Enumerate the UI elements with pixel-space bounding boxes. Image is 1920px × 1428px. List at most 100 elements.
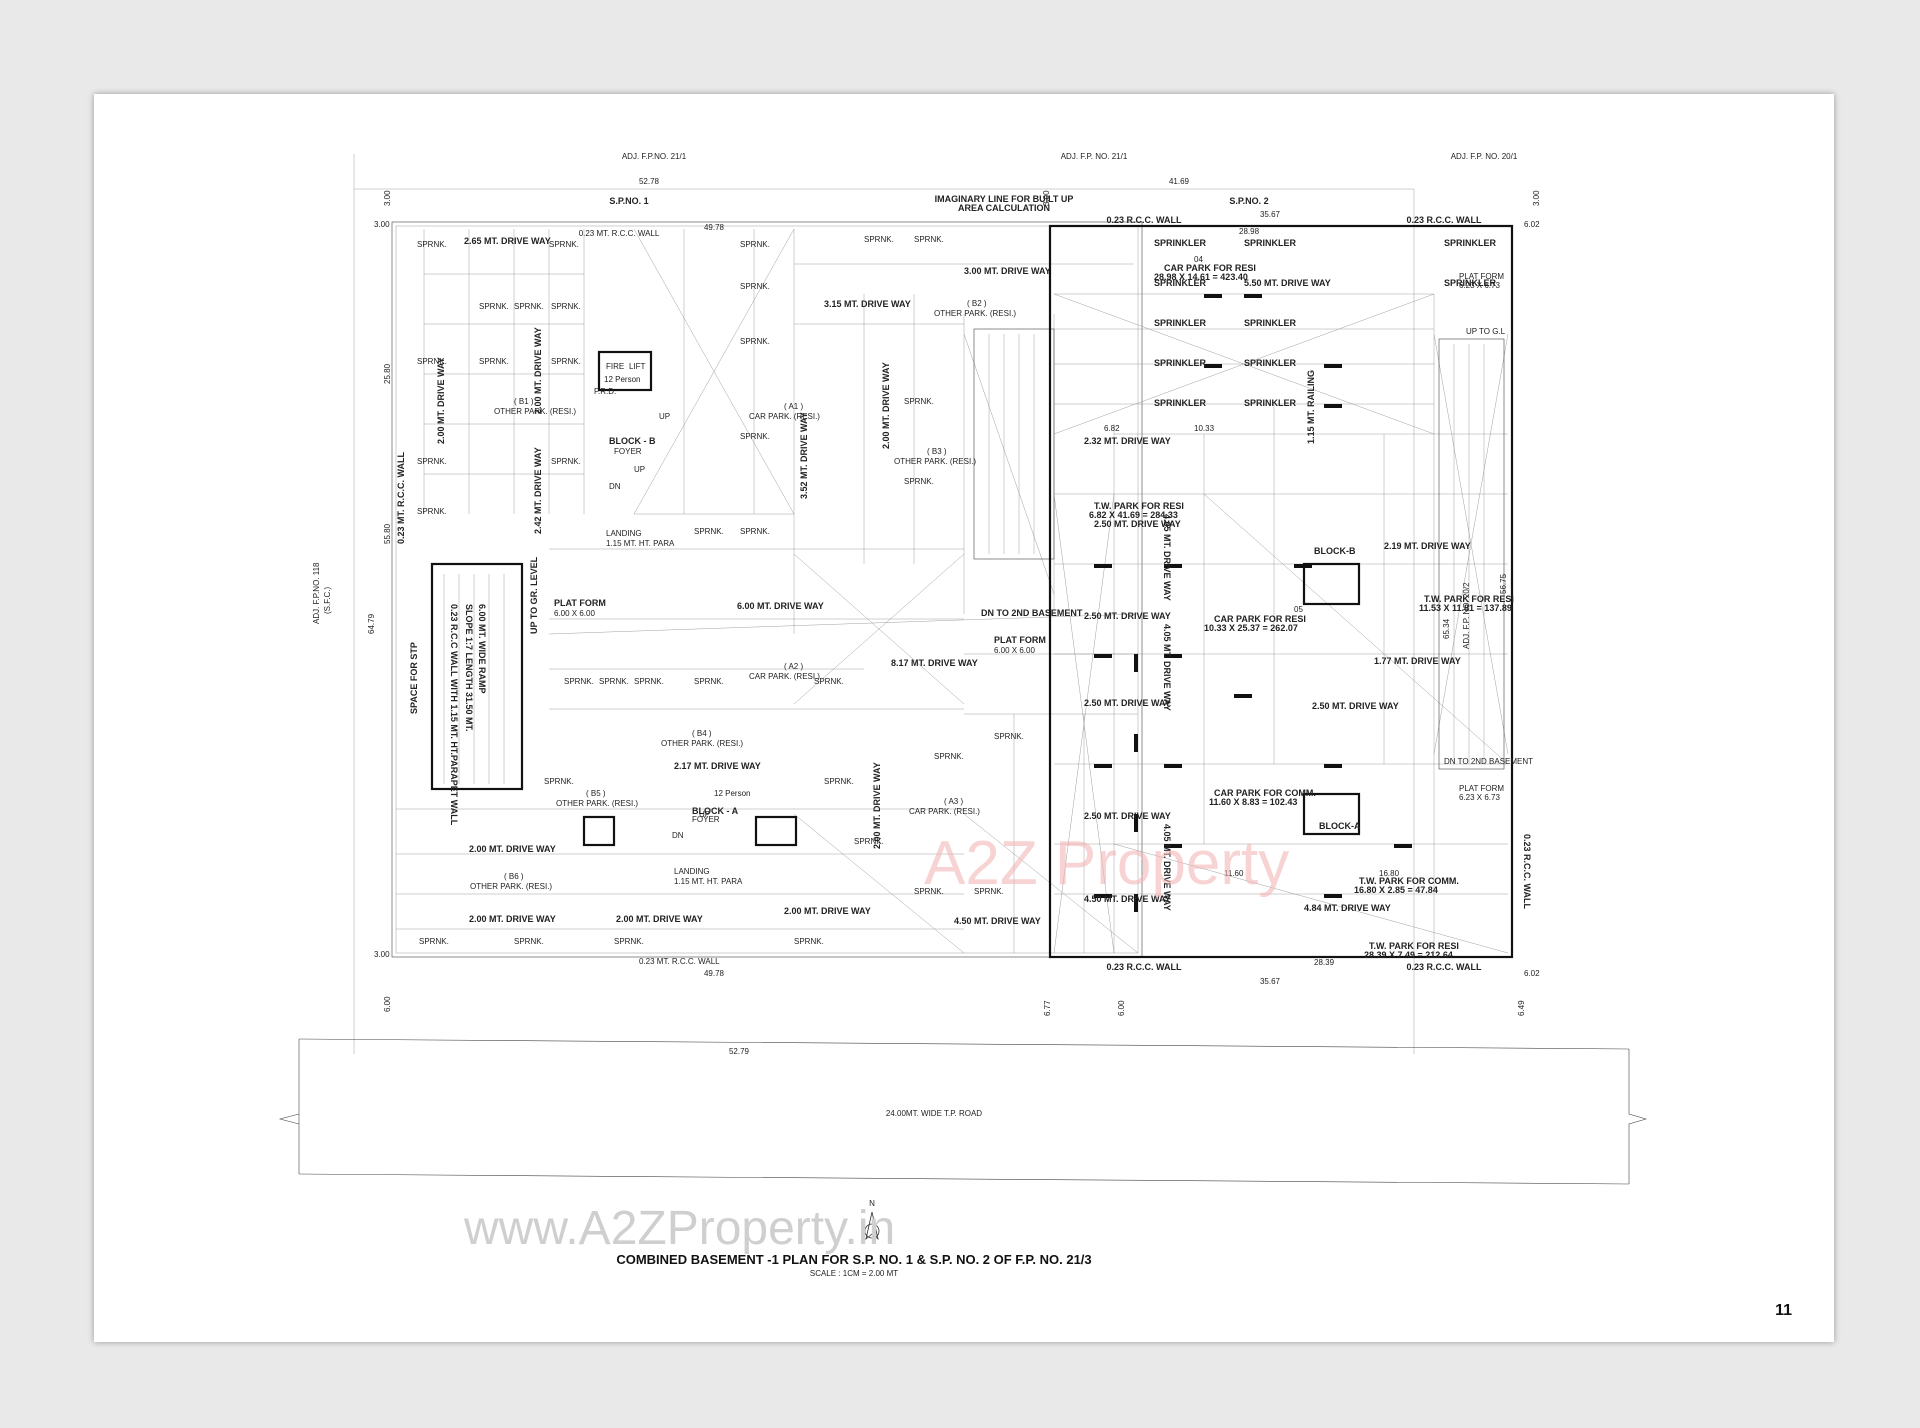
sp1-b2: ( B2 ) <box>967 299 987 308</box>
sprinkler-tag: SPRNK. <box>479 357 509 366</box>
sp1-up-2: UP <box>634 465 645 474</box>
sp1-drive-2a: 2.00 MT. DRIVE WAY <box>436 357 446 444</box>
north-label: N <box>869 1199 875 1208</box>
sp2-dim-682: 6.82 <box>1104 424 1120 433</box>
sp2-tw-09: T.W. PARK FOR RESI <box>1369 941 1459 951</box>
drawing-title: COMBINED BASEMENT -1 PLAN FOR S.P. NO. 1… <box>616 1252 1091 1267</box>
sp1-fd: F.R.D. <box>594 387 616 396</box>
sp1-b1-other: OTHER PARK. (RESI.) <box>494 407 576 416</box>
sprinkler-tag: SPRNK. <box>994 732 1024 741</box>
sp1-ramp-slope: SLOPE 1:7 LENGTH 31.50 MT. <box>464 604 474 732</box>
sp1-a3: ( A3 ) <box>944 797 963 806</box>
sp2-drive-7: 1.77 MT. DRIVE WAY <box>1374 656 1461 666</box>
sp1-up-3: UP <box>699 810 710 819</box>
sp1-plat-form: PLAT FORM <box>554 598 606 608</box>
sp1-plat-form-2: PLAT FORM <box>994 635 1046 645</box>
sp2-drive-2: 2.32 MT. DRIVE WAY <box>1084 436 1171 446</box>
dim-top-right: 41.69 <box>1169 177 1190 186</box>
sp1-block-b: BLOCK - B <box>609 436 656 446</box>
sp1-person-b: 12 Person <box>604 375 640 384</box>
sp1-ramp-parapet: 0.23 R.C.C WALL WITH 1.15 MT. HT.PARAPET… <box>449 604 459 826</box>
right-total-dim: 65.34 <box>1442 618 1451 639</box>
sprinkler-tag: SPRNK. <box>740 337 770 346</box>
sp1-area-calc: AREA CALCULATION <box>958 203 1050 213</box>
sp1-up-gl: UP TO GR. LEVEL <box>529 556 539 634</box>
sp2-rcc-right: 0.23 R.C.C. WALL <box>1522 834 1532 910</box>
sprinkler-tag: SPRINKLER <box>1154 358 1207 368</box>
sp1-plat-dim-2: 6.00 X 6.00 <box>994 646 1035 655</box>
road-len-dim: 52.79 <box>729 1047 750 1056</box>
adj-right: ADJ. F.P. NO. 20/2 <box>1462 582 1471 649</box>
adj-left-sub: (S.F.C.) <box>323 587 332 614</box>
sp2-drive-3e: 2.50 MT. DRIVE WAY <box>1312 701 1399 711</box>
sp2-dn-2nd: DN TO 2ND BASEMENT <box>1444 757 1533 766</box>
sp1-drive-2g: 2.00 MT. DRIVE WAY <box>784 906 871 916</box>
sp1-drive-7: 3.15 MT. DRIVE WAY <box>824 299 911 309</box>
sprinkler-tag: SPRNK. <box>417 240 447 249</box>
sprinkler-tag: SPRNK. <box>417 507 447 516</box>
sp2-drive-8a: 4.05 MT. DRIVE WAY <box>1162 514 1172 601</box>
sp2-tw-08: T.W. PARK FOR COMM. <box>1359 876 1459 886</box>
sp2-drive-4: 4.50 MT. DRIVE WAY <box>1084 894 1171 904</box>
dim-top-left: 52.78 <box>639 177 660 186</box>
sprinkler-tag: SPRNK. <box>694 677 724 686</box>
sp1-sprinklers: SPRNK. SPRNK. SPRNK. SPRNK. SPRNK. SPRNK… <box>417 235 1024 946</box>
left-total-dim: 64.79 <box>367 613 376 634</box>
sp2-tw-09-dim: 28.39 X 7.49 = 212.64 <box>1364 950 1453 960</box>
sp1-rcc-bottom: 0.23 MT. R.C.C. WALL <box>639 957 720 966</box>
sp1-a2-car: CAR PARK. (RESI.) <box>749 672 820 681</box>
sprinkler-tag: SPRNK. <box>479 302 509 311</box>
sprinkler-tag: SPRINKLER <box>1244 238 1297 248</box>
sp2-car-05-dim: 10.33 X 25.37 = 262.07 <box>1204 623 1298 633</box>
sp1-outline <box>391 221 1143 958</box>
sp2-drive-3b: 2.50 MT. DRIVE WAY <box>1084 611 1171 621</box>
sp2-rcc-top-1: 0.23 R.C.C. WALL <box>1106 215 1182 225</box>
sp1-para-a: 1.15 MT. HT. PARA <box>674 877 743 886</box>
sprinkler-tag: SPRNK. <box>614 937 644 946</box>
sp2-plat-dim: 6.23 X 6.73 <box>1459 281 1500 290</box>
right-top-dim: 6.02 <box>1524 220 1540 229</box>
sp2-lift-core-a <box>1302 792 1361 836</box>
sp2-dim-1160: 11.60 <box>1224 869 1244 878</box>
left-inner-dim: 55.80 <box>383 523 392 544</box>
sp2-dim-2898: 28.98 <box>1239 227 1260 236</box>
sprinkler-tag: SPRINKLER <box>1154 278 1207 288</box>
sp2-drive-8c: 4.05 MT. DRIVE WAY <box>1162 824 1172 911</box>
north-arrow-icon <box>864 1211 880 1241</box>
sp2-outline <box>1048 224 1514 959</box>
front-setback-1: 6.00 <box>383 996 392 1012</box>
front-setback-2: 6.77 <box>1043 1000 1052 1016</box>
sp1-a3-car: CAR PARK. (RESI.) <box>909 807 980 816</box>
sp1-dim-top: 49.78 <box>704 223 725 232</box>
sprinkler-tag: SPRINKLER <box>1244 318 1297 328</box>
sprinkler-tag: SPRNK. <box>740 527 770 536</box>
sp2-tw-07-dim: 11.53 X 11.81 = 137.89 <box>1419 603 1512 613</box>
drawing-sheet: 52.78 41.69 ADJ. F.P.NO. 21/1 ADJ. F.P. … <box>94 94 1834 1342</box>
sp2-railing: 1.15 MT. RAILING <box>1306 370 1316 444</box>
sprinkler-tag: SPRINKLER <box>1154 318 1207 328</box>
adj-left: ADJ. F.P.NO. 118 <box>312 562 321 624</box>
sp1-landing-b: LANDING <box>606 529 642 538</box>
sp1-person-a: 12 Person <box>714 789 750 798</box>
sp1-b6-other: OTHER PARK. (RESI.) <box>470 882 552 891</box>
sp2-drive-5: 4.84 MT. DRIVE WAY <box>1304 903 1391 913</box>
sp1-para-b: 1.15 MT. HT. PARA <box>606 539 675 548</box>
adj-top-mid: ADJ. F.P. NO. 21/1 <box>1061 152 1128 161</box>
sp2-plat-dim-2: 6.23 X 6.73 <box>1459 793 1500 802</box>
left-upper-dim: 25.80 <box>383 363 392 384</box>
sp1-drive-3: 6.00 MT. DRIVE WAY <box>737 601 824 611</box>
sprinkler-tag: SPRNK. <box>974 887 1004 896</box>
sprinkler-tag: SPRNK. <box>564 677 594 686</box>
sp2-rcc-bottom-1: 0.23 R.C.C. WALL <box>1106 962 1182 972</box>
sp1-dn-2: DN <box>672 831 684 840</box>
sp1-a1: ( A1 ) <box>784 402 803 411</box>
watermark-logo: A2Z Property <box>924 829 1289 898</box>
sp2-dim-bottom: 35.67 <box>1260 977 1281 986</box>
sprinkler-tag: SPRNK. <box>914 887 944 896</box>
sprinkler-tag: SPRNK. <box>544 777 574 786</box>
sp1-b5: ( B5 ) <box>586 789 606 798</box>
sp1-drive-9: 2.42 MT. DRIVE WAY <box>533 447 543 534</box>
sp1-rcc-top: 0.23 MT. R.C.C. WALL <box>579 229 660 238</box>
sprinkler-tag: SPRINKLER <box>1244 398 1297 408</box>
sp1-drive-1: 2.65 MT. DRIVE WAY <box>464 236 551 246</box>
